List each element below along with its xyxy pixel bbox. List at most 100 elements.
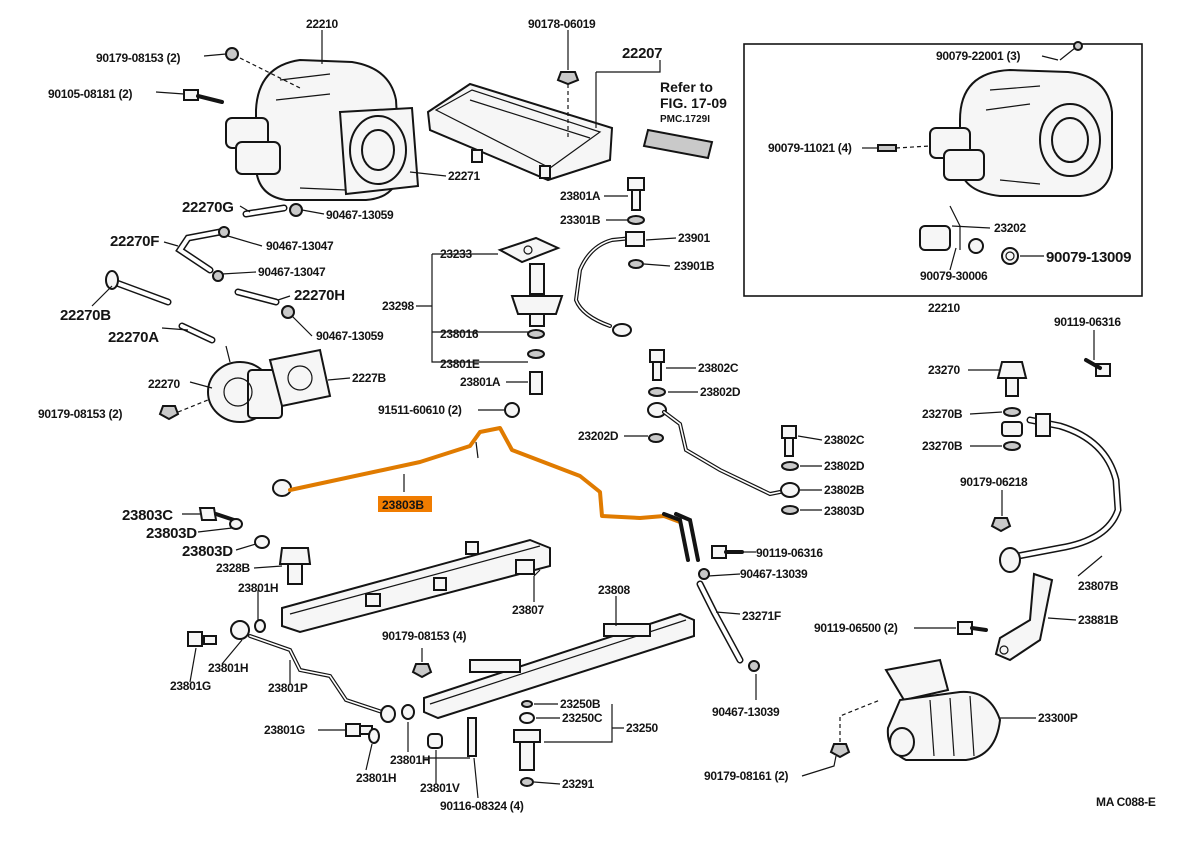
regulator-23298	[510, 263, 564, 327]
label-22270F: 22270F	[110, 233, 159, 250]
label-2328B: 2328B	[216, 561, 250, 575]
label-23801H-b: 23801H	[208, 661, 248, 675]
bolt-23802C-a	[648, 349, 666, 397]
nut-90179-06218	[990, 517, 1012, 533]
pipe-23901	[573, 231, 645, 337]
label-90467-13059-b: 90467-13059	[316, 329, 384, 343]
ref-note-line2: FIG. 17-09	[660, 95, 727, 111]
label-23801A-mid: 23801A	[460, 375, 501, 389]
bolt-90119-06316-b	[1084, 358, 1111, 377]
washer-23803D	[254, 535, 270, 549]
label-90079-22001: 90079-22001 (3)	[936, 49, 1021, 63]
label-23901: 23901	[678, 231, 710, 245]
leader-lines	[91, 30, 1103, 799]
label-23803D-pipe: 23803D	[824, 504, 865, 518]
label-22270G: 22270G	[182, 199, 234, 216]
bracket-23881B	[994, 572, 1054, 662]
label-23807B: 23807B	[1078, 579, 1119, 593]
delivery-pipe-23808	[423, 612, 695, 720]
nut-90179-08153-four	[411, 663, 433, 679]
label-23291: 23291	[562, 777, 594, 791]
label-22210-top: 22210	[306, 17, 338, 31]
label-91511-60610: 91511-60610 (2)	[378, 403, 462, 417]
label-23881B: 23881B	[1078, 613, 1119, 627]
label-23270: 23270	[928, 363, 960, 377]
stud-90116-08324	[467, 717, 477, 757]
label-23802C-a: 23802C	[698, 361, 739, 375]
nut-90179-08161	[829, 699, 881, 759]
labels: 22210 90179-08153 (2) 90105-08181 (2) 22…	[38, 17, 1156, 813]
label-23802D-b: 23802D	[824, 459, 865, 473]
label-23250B: 23250B	[560, 697, 601, 711]
label-22270H: 22270H	[294, 287, 345, 304]
label-2227B: 2227B	[352, 371, 386, 385]
hose-22270B	[105, 270, 172, 306]
label-23807: 23807	[512, 603, 544, 617]
inset-screw-top	[1059, 41, 1083, 61]
hose-22270H	[234, 288, 295, 319]
label-23801E: 23801E	[440, 357, 480, 371]
ref-note-stripe	[642, 128, 714, 160]
label-23801H-a: 23801H	[238, 581, 278, 595]
inset-throttle-body	[929, 68, 1113, 197]
label-23301B: 23301B	[560, 213, 601, 227]
label-23803D-b: 23803D	[182, 543, 233, 560]
hose-22270F	[175, 226, 230, 282]
ref-note-line3: PMC.1729I	[660, 114, 710, 125]
hose-22270G	[242, 203, 303, 218]
label-23250: 23250	[626, 721, 658, 735]
inset-screw-left	[877, 144, 931, 152]
bolt-23802C-b	[780, 425, 800, 515]
label-90119-06316-a: 90119-06316	[756, 546, 823, 560]
label-23802D-a: 23802D	[700, 385, 741, 399]
bolt-90119-06500	[957, 621, 988, 635]
throttle-body-left	[225, 58, 420, 201]
label-90467-13039-b: 90467-13039	[712, 705, 780, 719]
bolt-23801G-b	[345, 723, 380, 744]
pipe-23802D-fuel-return	[647, 402, 792, 497]
label-90105-08181: 90105-08181 (2)	[48, 87, 133, 101]
label-22207: 22207	[622, 45, 662, 62]
bracket-23233	[497, 236, 561, 264]
hose-23271F	[696, 568, 760, 672]
label-23802C-b: 23802C	[824, 433, 865, 447]
label-90179-08153-b: 90179-08153 (2)	[38, 407, 123, 421]
bolt-23801G-a	[187, 631, 217, 647]
label-23270B-a: 23270B	[922, 407, 963, 421]
fuel-hose-23807B	[999, 413, 1122, 573]
label-22270B: 22270B	[60, 307, 111, 324]
label-22271: 22271	[448, 169, 480, 183]
label-23271F: 23271F	[742, 609, 781, 623]
pulsation-damper-2328B	[278, 547, 312, 585]
hose-22270A	[178, 322, 216, 344]
diagram-code: MA C088-E	[1096, 795, 1156, 809]
label-90079-11021: 90079-11021 (4)	[768, 141, 852, 155]
label-90079-30006: 90079-30006	[920, 269, 988, 283]
label-23808: 23808	[598, 583, 630, 597]
gasket-2227B	[268, 348, 332, 408]
label-90467-13047-b: 90467-13047	[258, 265, 326, 279]
label-23801G-a: 23801G	[170, 679, 211, 693]
inset-sensor-23202	[919, 205, 1019, 265]
bolt-23801A-top	[627, 177, 645, 225]
label-22210-box: 22210	[928, 301, 960, 315]
nut-90179-08153-low	[158, 399, 209, 421]
label-90179-08153-a: 90179-08153 (2)	[96, 51, 181, 65]
label-238016: 238016	[440, 327, 479, 341]
bolt-90119-06316-a	[711, 545, 744, 559]
bolt-90105-08181	[183, 89, 224, 104]
label-90178-06019: 90178-06019	[528, 17, 596, 31]
label-23801H-c: 23801H	[356, 771, 396, 785]
label-90179-08153-c: 90179-08153 (4)	[382, 629, 467, 643]
label-90079-13009: 90079-13009	[1046, 249, 1131, 266]
label-90116-08324: 90116-08324 (4)	[440, 799, 524, 813]
label-90467-13059-a: 90467-13059	[326, 208, 394, 222]
washers-center	[504, 329, 545, 418]
injector-connector-right	[662, 512, 700, 562]
label-23801H-d: 23801H	[390, 753, 430, 767]
label-23803C: 23803C	[122, 507, 173, 524]
label-90119-06500: 90119-06500 (2)	[814, 621, 898, 635]
label-23300P: 23300P	[1038, 711, 1078, 725]
